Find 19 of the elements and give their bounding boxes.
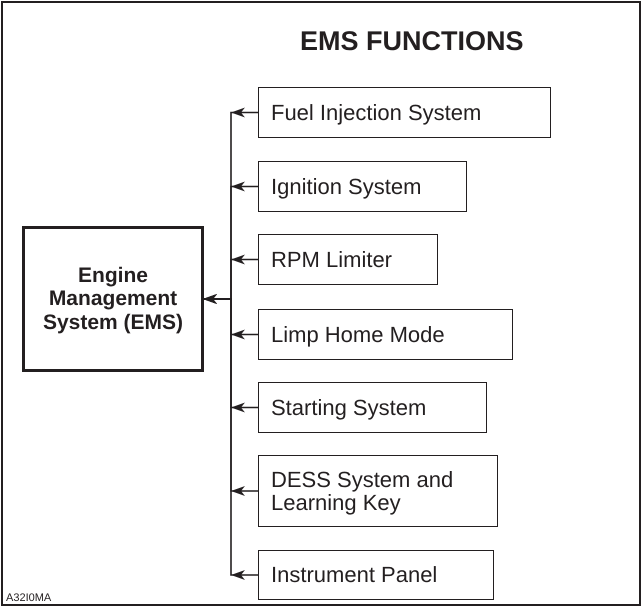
function-label: Limp Home Mode [271, 322, 445, 346]
title: EMS FUNCTIONS [300, 28, 524, 55]
function-box [258, 455, 498, 527]
function-label: DESS System and Learning Key [271, 468, 454, 514]
function-label: Ignition System [271, 174, 422, 198]
system-box [22, 226, 204, 372]
function-box [258, 550, 494, 600]
function-box [258, 87, 551, 138]
function-box [258, 309, 513, 360]
figure-code: A32I0MA [6, 591, 52, 606]
function-label: Starting System [271, 396, 426, 420]
function-box [258, 382, 487, 433]
function-box [258, 234, 438, 285]
arrow [203, 294, 258, 580]
function-box [258, 161, 467, 212]
function-label: Fuel Injection System [271, 100, 482, 124]
function-label: RPM Limiter [271, 248, 392, 272]
function-label: Instrument Panel [271, 563, 438, 587]
system-label: Engine Management System (EMS) [42, 264, 184, 334]
